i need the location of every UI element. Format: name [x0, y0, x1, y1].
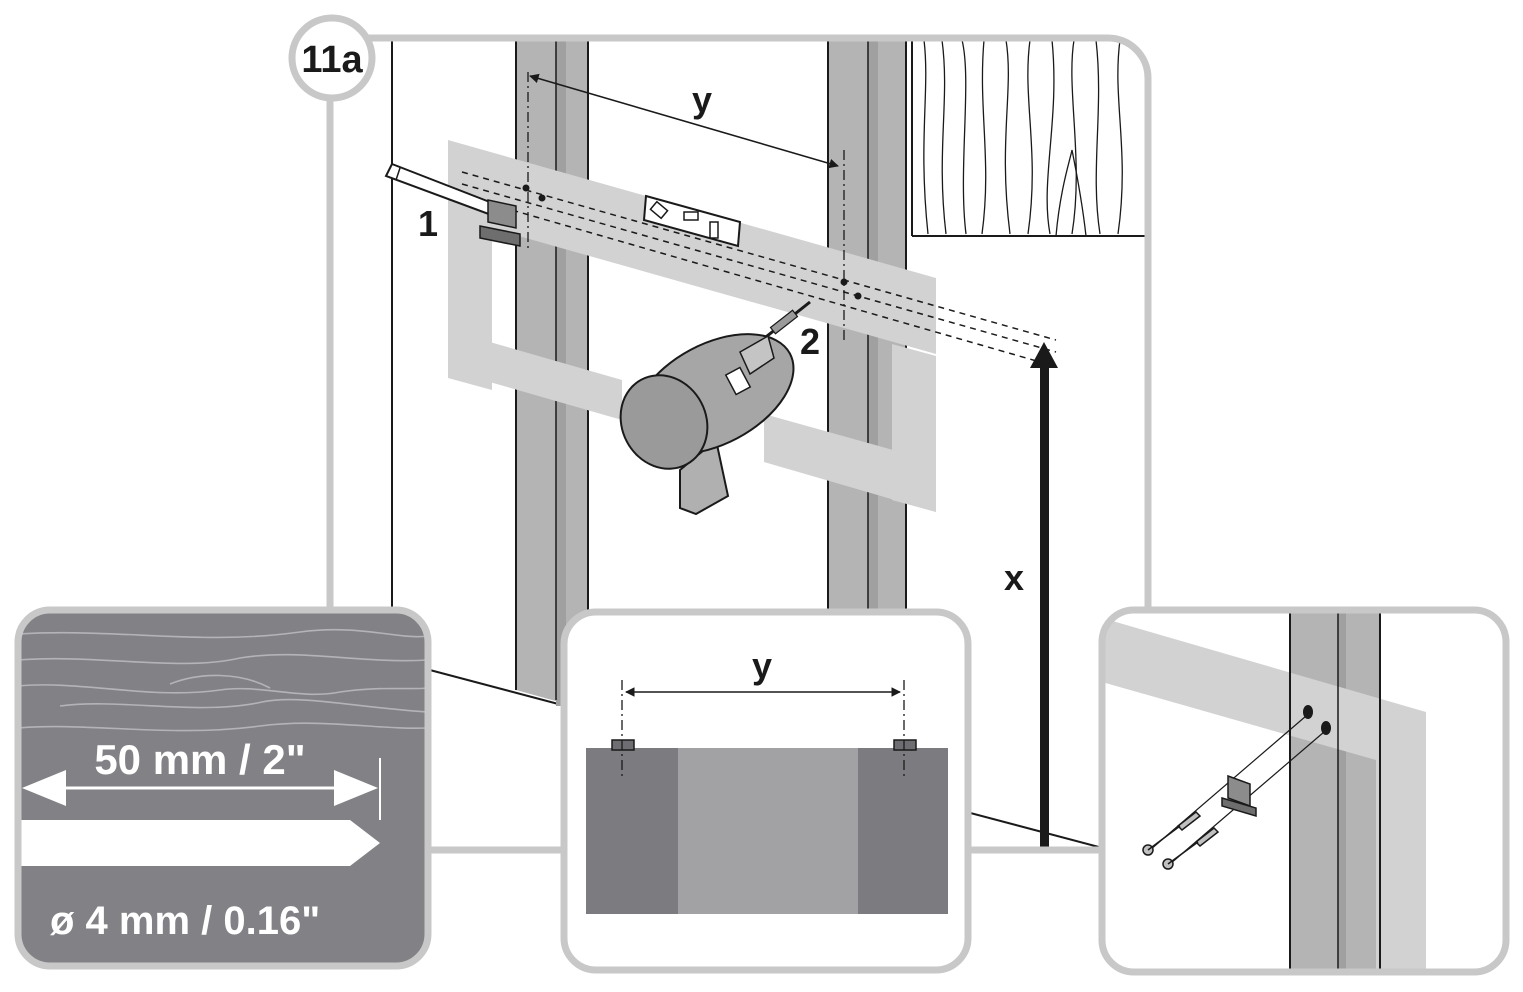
label-step-1: 1	[418, 203, 438, 244]
bracket-detail-inset	[1098, 606, 1510, 976]
screws	[1142, 811, 1220, 870]
inset-label-y: y	[752, 645, 772, 686]
label-height-x: x	[1004, 557, 1024, 598]
label-step-2: 2	[800, 321, 820, 362]
spec-diameter: ø 4 mm / 0.16"	[50, 899, 320, 943]
step-badge: 11a	[288, 14, 376, 102]
detail-bracket	[1221, 774, 1257, 818]
drill-icon	[619, 300, 811, 516]
dimension-y	[529, 73, 839, 169]
cabinet-left-side	[586, 748, 678, 914]
cabinet-brackets	[611, 739, 917, 751]
spec-depth: 50 mm / 2"	[94, 736, 305, 783]
spirit-level	[642, 194, 742, 248]
cabinet-front	[678, 748, 858, 914]
label-spacing-y: y	[692, 79, 712, 120]
mark-points	[522, 184, 862, 300]
level-guide-lines	[461, 171, 1057, 363]
wood-grain	[18, 628, 428, 732]
stud-centre-lines	[527, 72, 845, 342]
wall-bracket-1	[479, 199, 521, 247]
mounting-template	[448, 140, 936, 512]
cabinet-inset: y	[560, 608, 972, 974]
wood-panel	[911, 38, 1148, 237]
height-arrow	[1030, 342, 1058, 850]
spec-panel: 50 mm / 2" ø 4 mm / 0.16"	[14, 606, 432, 970]
cabinet-right-side	[858, 748, 948, 914]
main-scene: y 1 2 x	[326, 34, 1152, 854]
step-number: 11a	[301, 39, 363, 81]
